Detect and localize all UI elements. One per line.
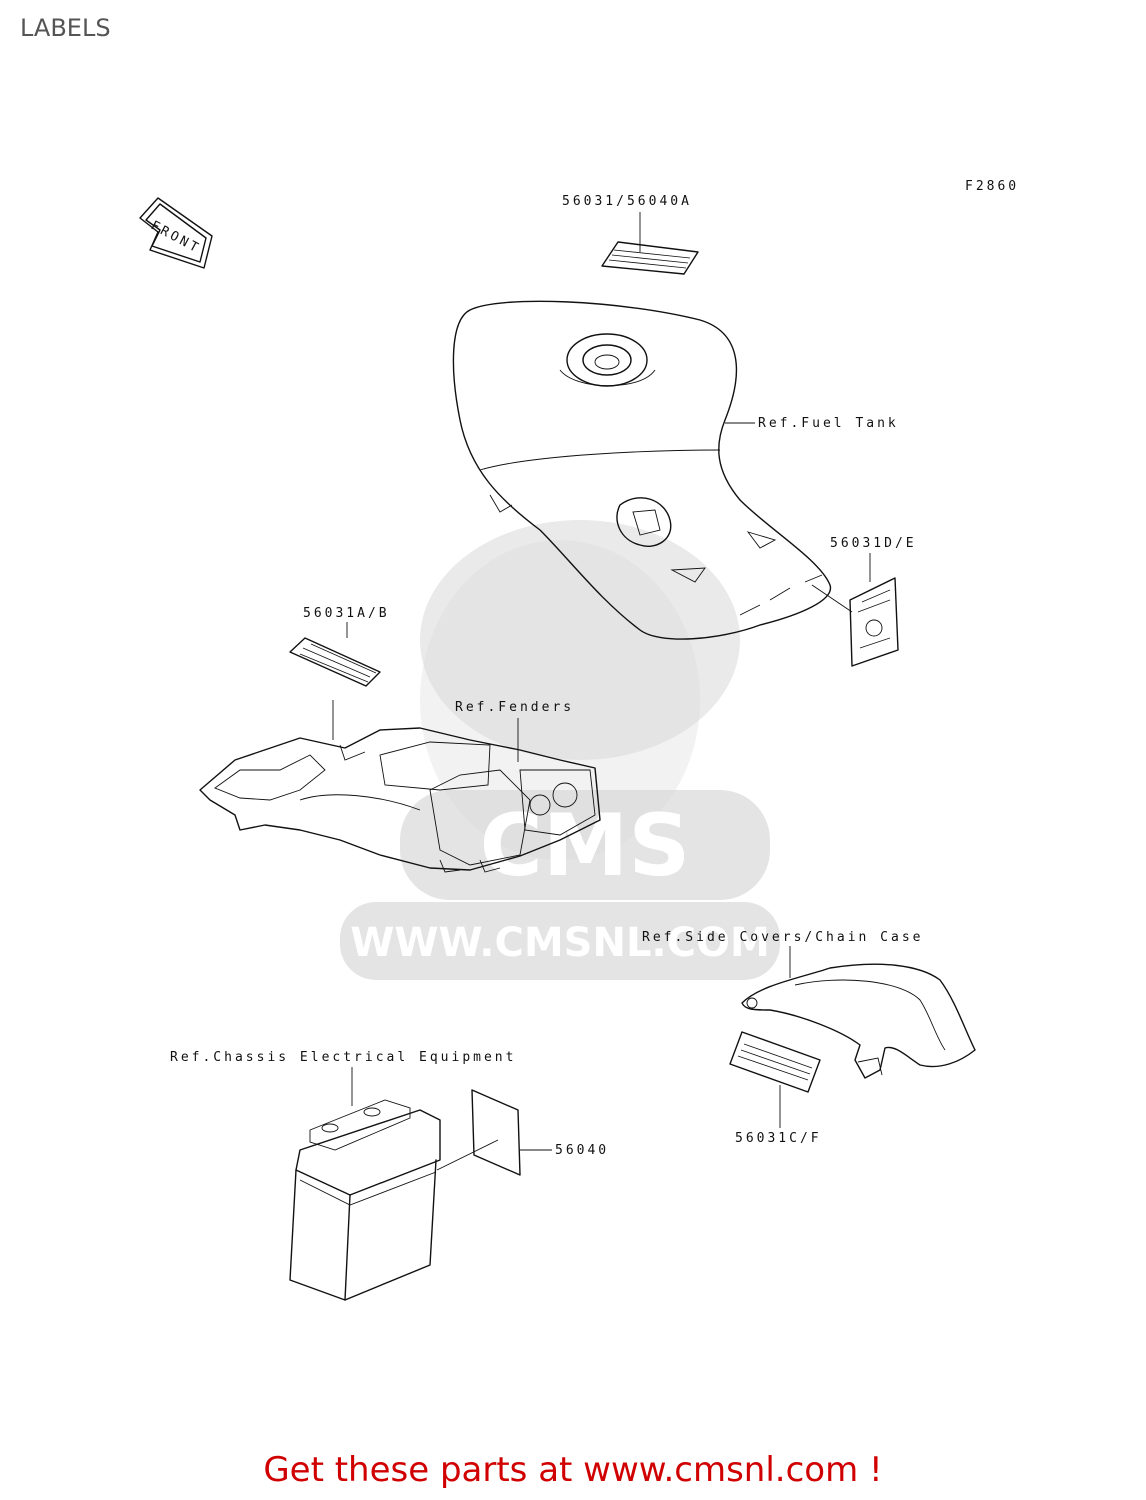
callout-fuel-tank-ref: Ref.Fuel Tank (758, 416, 899, 431)
rear-fender-assembly (199, 727, 601, 873)
cms-watermark-logo: CMS WWW.CMSNL.COM (340, 520, 780, 980)
page-title: LABELS (20, 14, 111, 42)
callout-fenders-ref: Ref.Fenders (455, 700, 574, 715)
watermark-brand: CMS (480, 796, 691, 896)
chain-case (741, 963, 976, 1079)
chain-case-label-sticker (729, 1031, 821, 1093)
leader-line (436, 1139, 499, 1171)
tank-side-label-sticker (849, 577, 899, 667)
callout-fender-label: 56031A/B (303, 606, 390, 621)
tank-top-label-sticker (601, 241, 699, 275)
callout-chain-case-label: 56031C/F (735, 1131, 822, 1146)
callout-battery-label: 56040 (555, 1143, 609, 1158)
fender-label-sticker (289, 637, 381, 687)
front-arrow-icon: FRONT (139, 197, 213, 269)
footer-parts-link[interactable]: Get these parts at www.cmsnl.com ! (263, 1450, 883, 1490)
battery (289, 1099, 441, 1301)
callout-tank-top-label: 56031/56040A (562, 194, 692, 209)
fuel-tank (452, 300, 832, 640)
callout-side-covers-ref: Ref.Side Covers/Chain Case (642, 930, 924, 945)
callout-electrical-ref: Ref.Chassis Electrical Equipment (170, 1050, 516, 1065)
leader-line (811, 584, 853, 613)
battery-label-sticker (471, 1089, 521, 1176)
watermark-url: WWW.CMSNL.COM (350, 920, 770, 966)
figure-code: F2860 (965, 179, 1019, 194)
callout-tank-side-label: 56031D/E (830, 536, 917, 551)
